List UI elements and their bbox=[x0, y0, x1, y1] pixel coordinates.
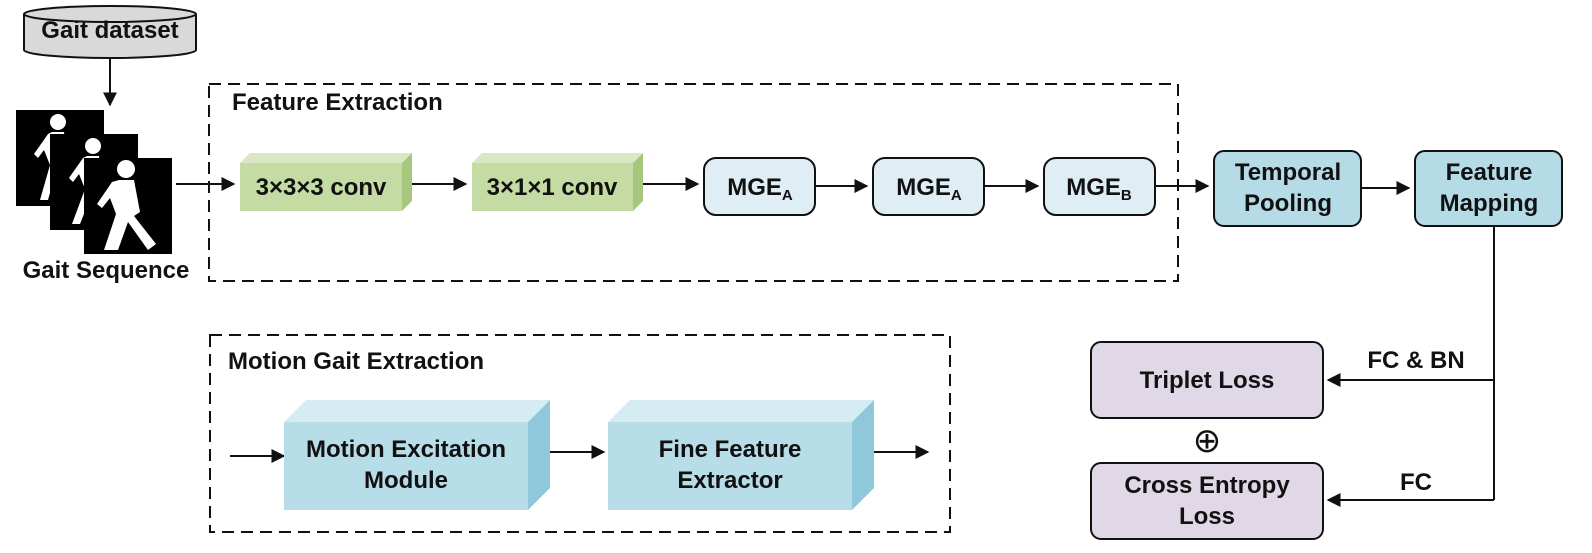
gait-sequence-label: Gait Sequence bbox=[23, 257, 190, 284]
combine-plus-icon: ⊕ bbox=[1193, 422, 1222, 460]
cross-entropy-line2: Loss bbox=[1179, 503, 1235, 530]
mge-b-label: MGEB bbox=[1066, 174, 1132, 204]
fine-feature-line1: Fine Feature bbox=[659, 436, 802, 463]
mge-a-2-label: MGEA bbox=[896, 174, 962, 204]
dataset-cylinder-top bbox=[23, 5, 197, 23]
gait-dataset-node: Gait dataset bbox=[23, 5, 197, 59]
fine-feature-line2: Extractor bbox=[677, 467, 782, 494]
gait-sequence-frames bbox=[16, 110, 172, 254]
triplet-loss-label: Triplet Loss bbox=[1140, 367, 1275, 394]
temporal-pooling-line1: Temporal bbox=[1235, 159, 1341, 186]
mge-a-block-2: MGEA bbox=[872, 157, 985, 216]
feature-extraction-group bbox=[208, 83, 1179, 282]
motion-excitation-module-block: Motion Excitation Module bbox=[284, 400, 550, 510]
conv-3x1x1-block: 3×1×1 conv bbox=[472, 153, 643, 211]
conv-3x3x3-block: 3×3×3 conv bbox=[240, 153, 412, 211]
feature-extraction-title: Feature Extraction bbox=[232, 89, 443, 116]
feature-mapping-line1: Feature bbox=[1446, 159, 1533, 186]
fine-feature-extractor-block: Fine Feature Extractor bbox=[608, 400, 874, 510]
cross-entropy-line1: Cross Entropy bbox=[1124, 472, 1290, 499]
dataset-cylinder-body bbox=[23, 14, 197, 59]
motion-excitation-line1: Motion Excitation bbox=[306, 436, 506, 463]
silhouette-frame-3 bbox=[84, 158, 172, 254]
feature-mapping-line2: Mapping bbox=[1440, 190, 1539, 217]
mge-a-1-label: MGEA bbox=[727, 174, 793, 204]
fc-label: FC bbox=[1400, 469, 1432, 496]
conv-3x1x1-label: 3×1×1 conv bbox=[487, 174, 618, 201]
triplet-loss-block: Triplet Loss bbox=[1090, 341, 1324, 419]
motion-gait-extraction-title: Motion Gait Extraction bbox=[228, 348, 484, 375]
mge-b-block: MGEB bbox=[1043, 157, 1156, 216]
dataset-label: Gait dataset bbox=[41, 17, 178, 44]
fc-bn-label: FC & BN bbox=[1367, 347, 1464, 374]
cross-entropy-loss-block: Cross Entropy Loss bbox=[1090, 462, 1324, 540]
temporal-pooling-line2: Pooling bbox=[1244, 190, 1332, 217]
conv-3x3x3-label: 3×3×3 conv bbox=[256, 174, 387, 201]
motion-excitation-line2: Module bbox=[364, 467, 448, 494]
temporal-pooling-block: Temporal Pooling bbox=[1213, 150, 1362, 227]
feature-mapping-block: Feature Mapping bbox=[1414, 150, 1563, 227]
mge-a-block-1: MGEA bbox=[703, 157, 816, 216]
motion-gait-extraction-group bbox=[209, 334, 951, 533]
